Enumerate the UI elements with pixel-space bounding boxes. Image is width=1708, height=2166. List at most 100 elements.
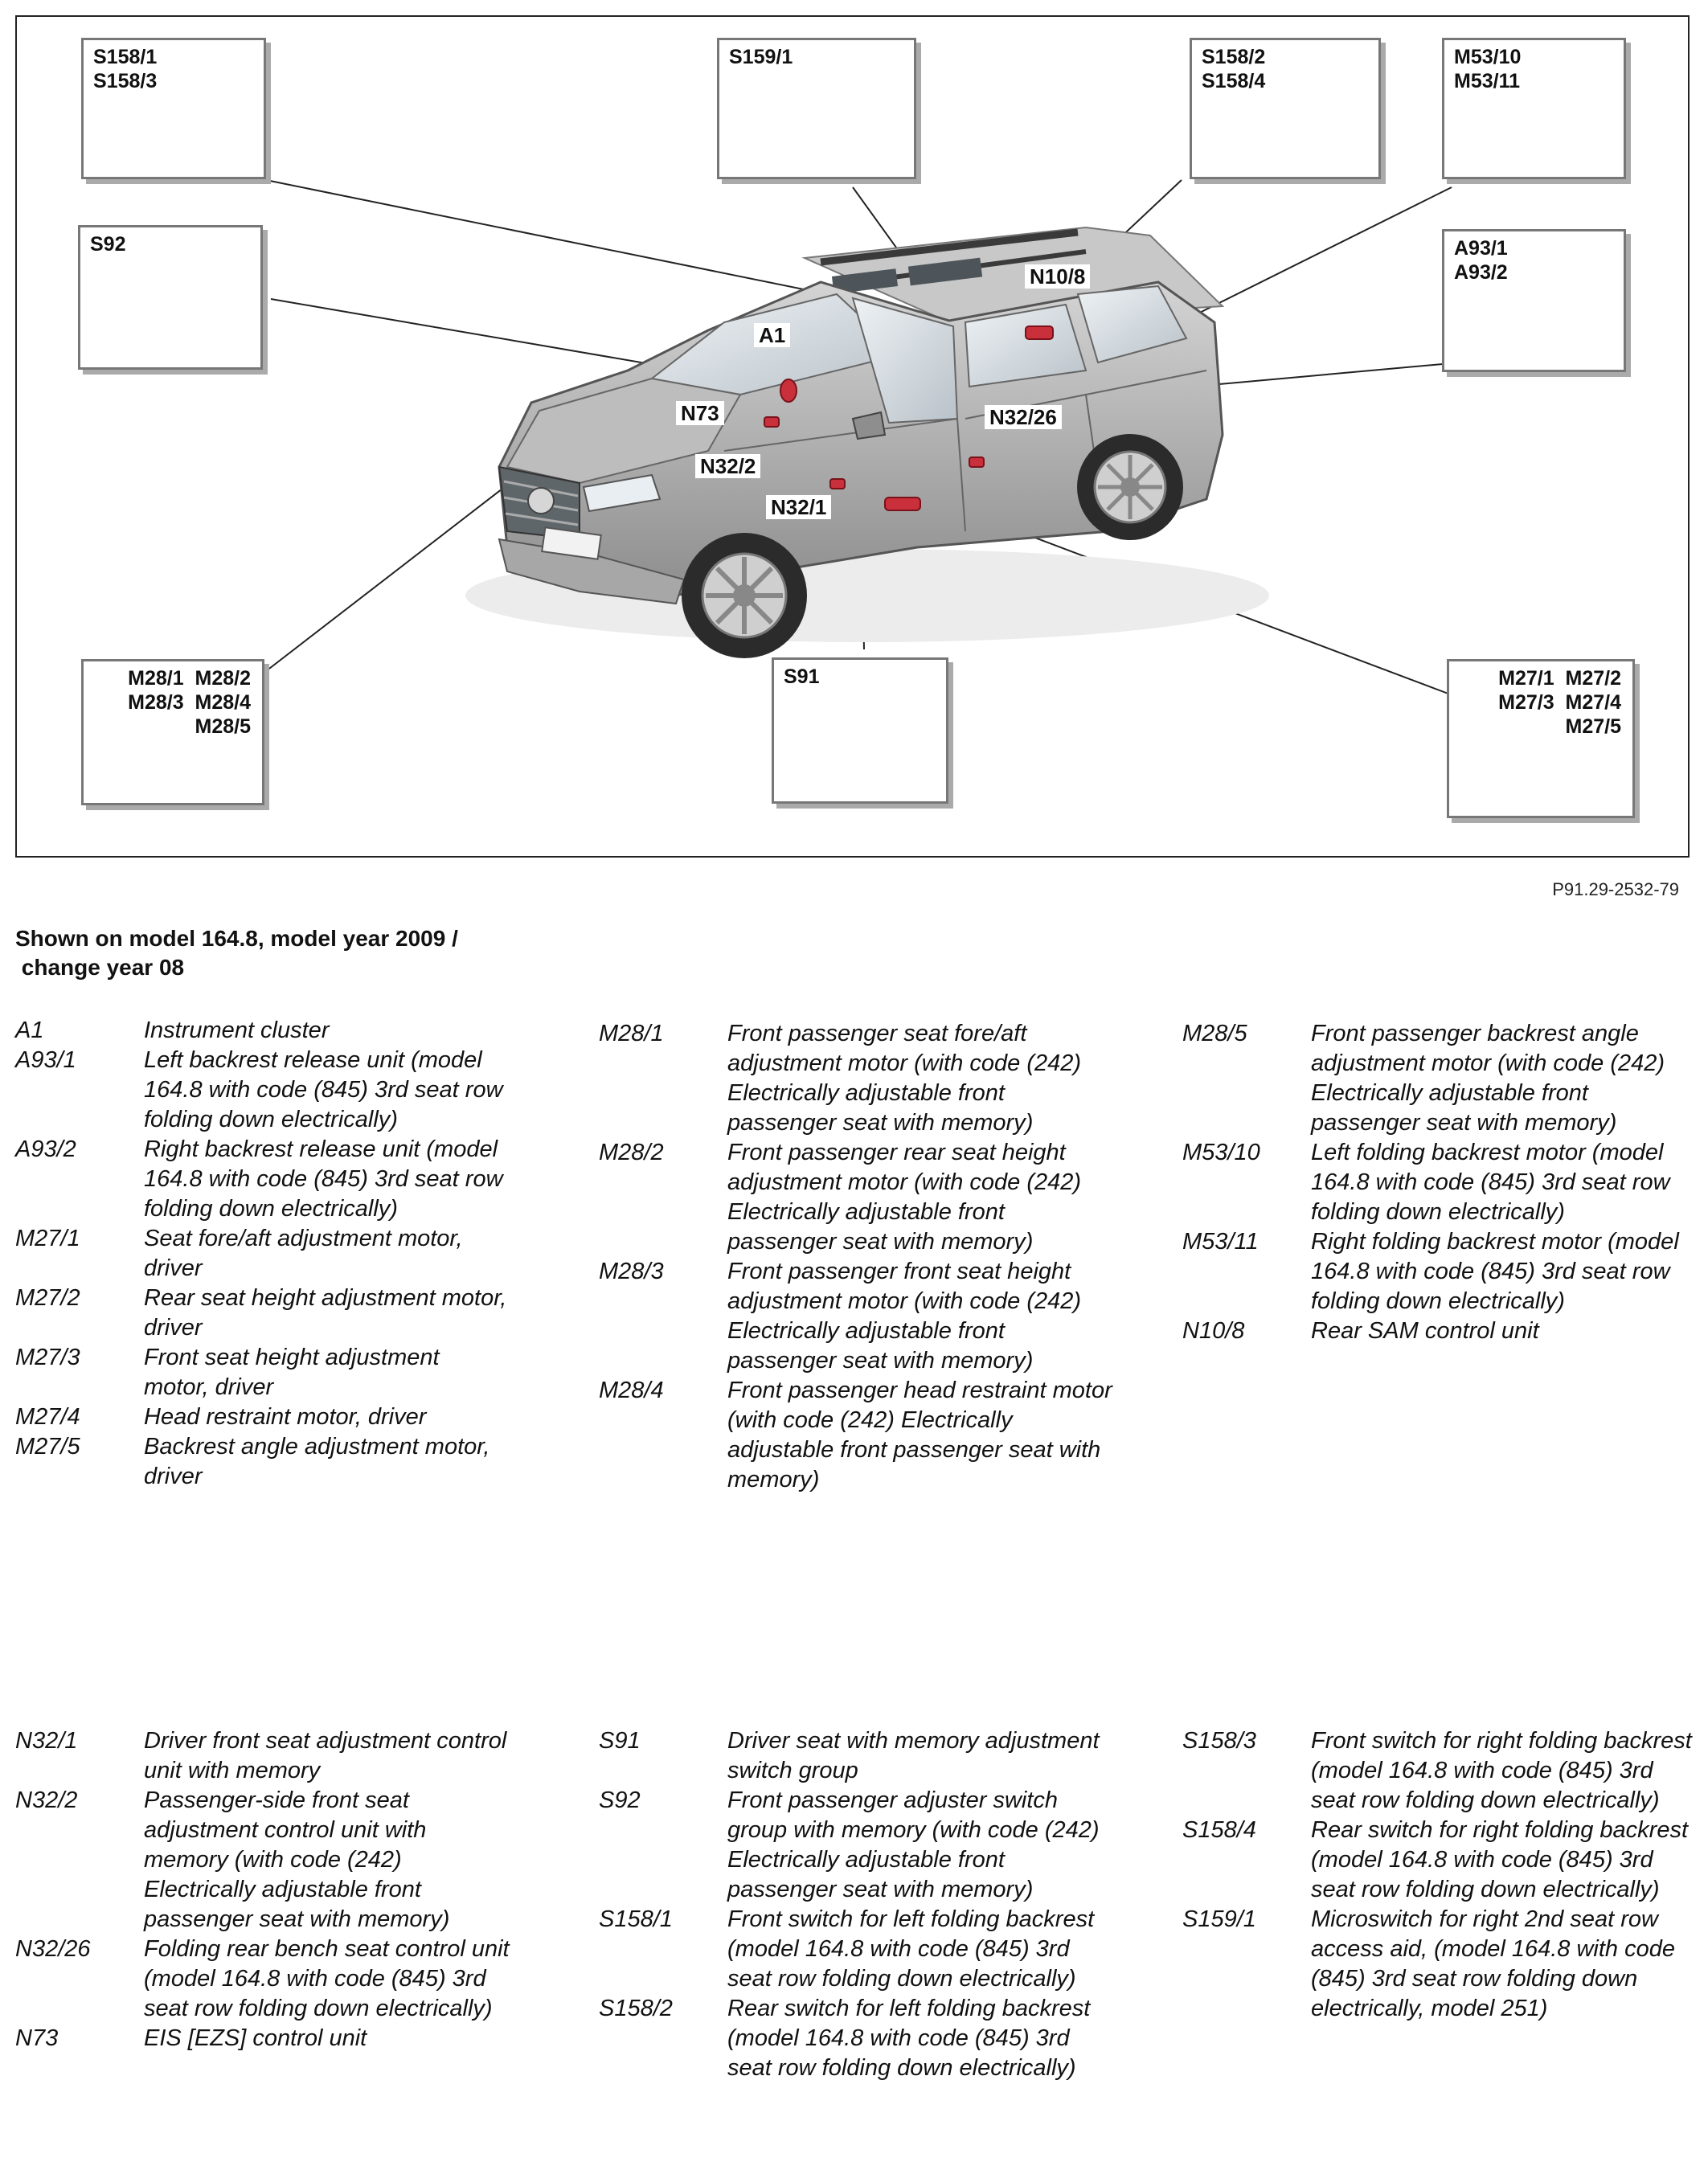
legend-entry: M28/3 Front passenger front seat height a… [599, 1257, 1113, 1376]
legend-entry: M28/4 Front passenger head restraint moto… [599, 1376, 1113, 1495]
callout-line: M53/10 [1454, 46, 1522, 68]
legend-description: Front passenger head restraint motor (wi… [727, 1378, 1112, 1492]
legend-description: Instrument cluster [144, 1017, 330, 1043]
legend-code: S158/4 [1182, 1817, 1256, 1843]
legend-description: Microswitch for right 2nd seat row acces… [1311, 1906, 1675, 2021]
legend-description: Driver seat with memory adjustment switc… [727, 1728, 1100, 1783]
legend-entry: N32/26 Folding rear bench seat control un… [15, 1935, 510, 2024]
callout-line: S92 [90, 233, 126, 256]
front-wheel [682, 533, 807, 658]
legend-description: Front passenger adjuster switch group wi… [727, 1787, 1100, 1902]
callout-s92: S92 [78, 225, 263, 370]
legend-code: A93/1 [15, 1047, 76, 1073]
callout-line: A93/1 [1454, 237, 1508, 260]
callout-line: M27/5 [1565, 715, 1621, 738]
callout-s159-1: S159/1 [717, 38, 916, 179]
legend-entry: A1 Instrument cluster [15, 1016, 510, 1046]
legend-code: N32/1 [15, 1728, 78, 1754]
legend-description: Left folding backrest motor (model 164.8… [1311, 1140, 1670, 1225]
legend-description: Front switch for right folding backrest … [1311, 1728, 1692, 1813]
car-label-a1: A1 [754, 323, 791, 347]
callout-line: A93/2 [1454, 261, 1508, 284]
legend-description: Right backrest release unit (model 164.8… [144, 1136, 503, 1222]
callout-line: S158/3 [93, 70, 158, 92]
legend-code: N32/2 [15, 1787, 78, 1813]
legend-entry: M27/2 Rear seat height adjustment motor, … [15, 1284, 510, 1343]
car-label-n32-2: N32/2 [695, 454, 761, 478]
legend-description: Right folding backrest motor (model 164.… [1311, 1229, 1679, 1314]
callout-line: M28/3 M28/4 [128, 691, 251, 714]
legend-code: S158/1 [599, 1906, 673, 1932]
legend-description: Head restraint motor, driver [144, 1404, 427, 1430]
car-label-n32-1: N32/1 [766, 495, 832, 519]
legend-code: M28/3 [599, 1259, 664, 1284]
legend-entry: N32/2 Passenger-side front seat adjustmen… [15, 1786, 510, 1935]
legend-code: M27/4 [15, 1404, 80, 1430]
legend-code: S158/2 [599, 1996, 673, 2021]
callout-label: S92 [90, 232, 125, 256]
legend-description: Folding rear bench seat control unit (mo… [144, 1936, 510, 2021]
legend-entry: A93/2 Right backrest release unit (model … [15, 1135, 510, 1224]
legend-description: Front passenger rear seat height adjustm… [727, 1140, 1082, 1255]
legend-description: EIS [EZS] control unit [144, 2025, 367, 2051]
legend-entry: S158/2 Rear switch for left folding backr… [599, 1994, 1113, 2083]
legend-code: M27/5 [15, 1434, 80, 1460]
legend-code: M28/5 [1182, 1021, 1247, 1046]
legend-code: N32/26 [15, 1936, 91, 1962]
legend-code: A1 [15, 1017, 44, 1043]
legend-code: S92 [599, 1787, 641, 1813]
legend-code: A93/2 [15, 1136, 76, 1162]
callout-label: S91 [784, 665, 819, 689]
legend-code: S159/1 [1182, 1906, 1256, 1932]
legend-description: Rear seat height adjustment motor, drive… [144, 1285, 507, 1341]
legend-description: Seat fore/aft adjustment motor, driver [144, 1226, 463, 1281]
legend-description: Driver front seat adjustment control uni… [144, 1728, 507, 1783]
legend-code: M27/3 [15, 1345, 80, 1370]
legend-entry: S92 Front passenger adjuster switch group… [599, 1786, 1113, 1905]
legend-description: Passenger-side front seat adjustment con… [144, 1787, 450, 1932]
figure-caption: Shown on model 164.8, model year 2009 / … [15, 926, 458, 980]
callout-line: S158/4 [1202, 70, 1266, 92]
legend-description: Front passenger front seat height adjust… [727, 1259, 1082, 1374]
legend-code: M28/4 [599, 1378, 664, 1403]
legend-code: M27/2 [15, 1285, 80, 1311]
callout-line: M27/3 M27/4 [1498, 691, 1621, 714]
legend-description: Rear SAM control unit [1311, 1318, 1539, 1344]
callout-line: M27/1 M27/2 [1498, 667, 1621, 690]
legend-description: Front passenger seat fore/aft adjustment… [727, 1021, 1082, 1136]
legend-description: Front passenger backrest angle adjustmen… [1311, 1021, 1665, 1136]
callout-line: M28/1 M28/2 [128, 667, 251, 690]
legend-code: N73 [15, 2025, 59, 2051]
callout-line: M53/11 [1454, 70, 1521, 92]
rear-wheel [1077, 434, 1183, 540]
callout-line: M28/5 [195, 715, 251, 738]
legend-entry: A93/1 Left backrest release unit (model 1… [15, 1046, 510, 1135]
car-label-n32-26: N32/26 [985, 405, 1062, 429]
legend-entry: M27/4 Head restraint motor, driver [15, 1402, 510, 1432]
legend-description: Rear switch for left folding backrest (m… [727, 1996, 1091, 2081]
legend-description: Left backrest release unit (model 164.8 … [144, 1047, 503, 1132]
